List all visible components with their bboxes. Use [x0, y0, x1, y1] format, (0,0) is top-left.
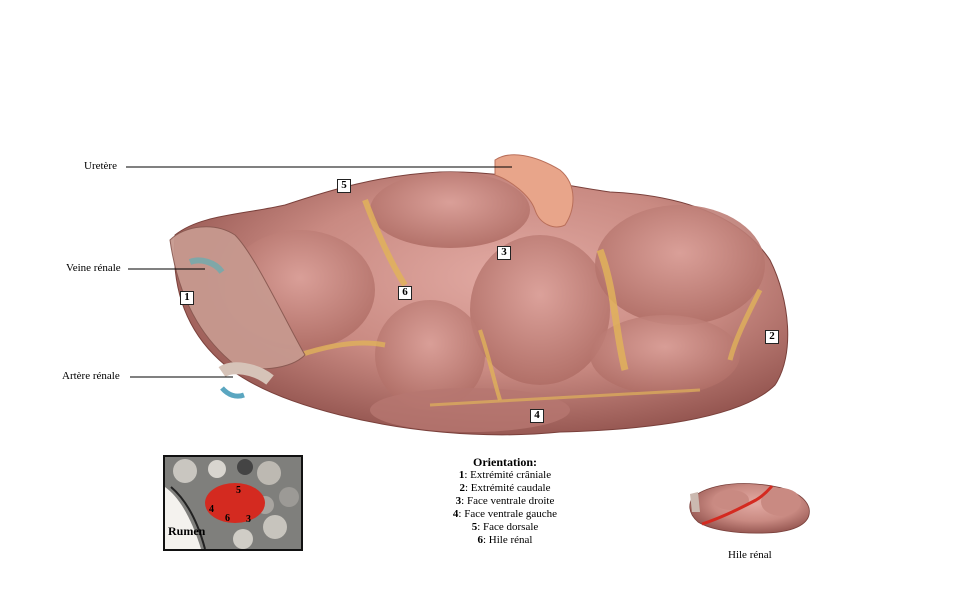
- marker-3: 3: [497, 246, 511, 260]
- hilus-line: [701, 484, 774, 526]
- inset-number-4: 4: [209, 504, 214, 515]
- cross-section-image: [165, 457, 301, 549]
- ureter: [494, 154, 574, 228]
- legend-item: 5: Face dorsale: [471, 521, 539, 533]
- inset-number-5: 5: [236, 485, 241, 496]
- renal-artery-label: Artère rénale: [62, 370, 120, 382]
- legend-item: 2: Extrémité caudale: [459, 482, 551, 494]
- rumen-label: Rumen: [168, 524, 206, 538]
- legend-item: 3: Face ventrale droite: [455, 495, 555, 507]
- marker-6: 6: [398, 286, 412, 300]
- hilus-thumbnail: [689, 483, 810, 534]
- legend-item: 1: Extrémité crâniale: [458, 469, 552, 481]
- marker-1: 1: [180, 291, 194, 305]
- orientation-legend: Orientation: 1: Extrémité crâniale 2: Ex…: [430, 456, 580, 547]
- kidney-highlight: [205, 483, 265, 523]
- legend-item: 6: Hile rénal: [477, 534, 533, 546]
- legend-title: Orientation:: [473, 455, 537, 469]
- cross-section-inset: 5 4 6 3 Rumen: [163, 455, 303, 551]
- inset-number-3: 3: [246, 514, 251, 525]
- legend-item: 4: Face ventrale gauche: [452, 508, 558, 520]
- hilus-caption: Hile rénal: [728, 549, 772, 561]
- ureter-label: Uretère: [84, 160, 117, 172]
- renal-vein-label: Veine rénale: [66, 262, 121, 274]
- inset-number-6: 6: [225, 513, 230, 524]
- marker-5: 5: [337, 179, 351, 193]
- marker-2: 2: [765, 330, 779, 344]
- marker-4: 4: [530, 409, 544, 423]
